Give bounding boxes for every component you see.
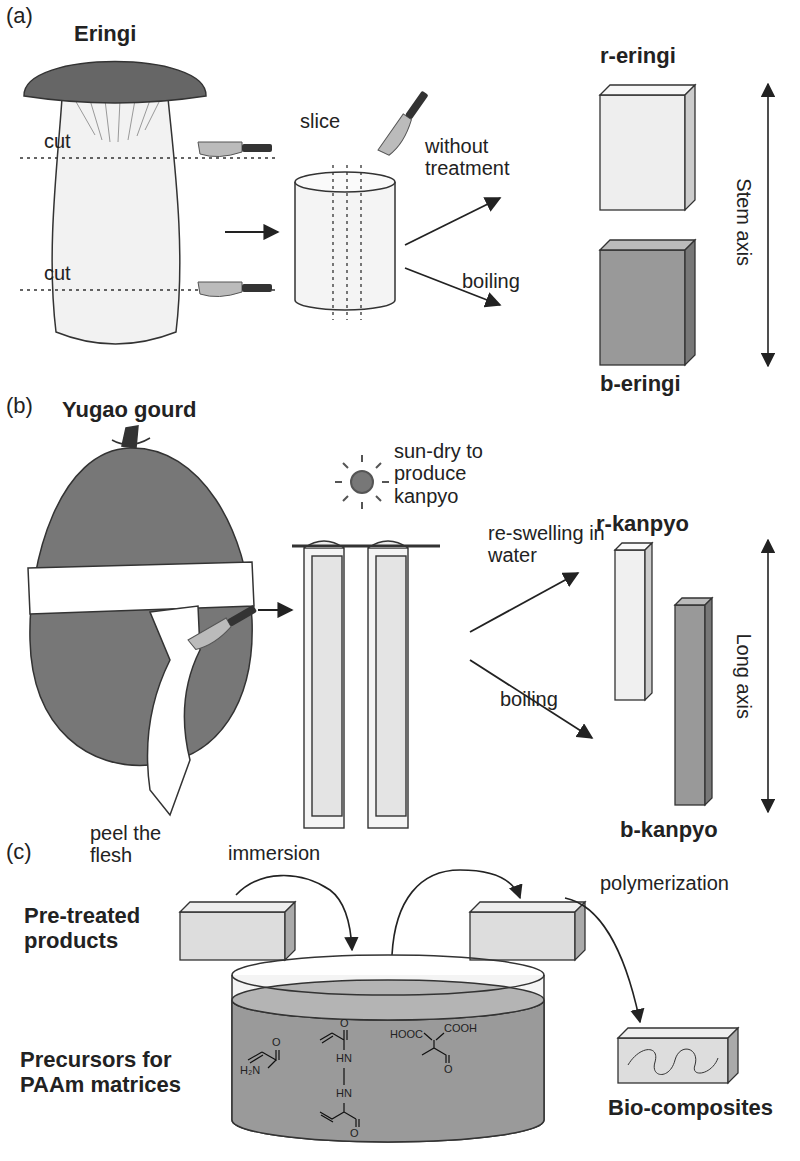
atom-label: HN (336, 1087, 352, 1099)
step-label: boiling (462, 270, 520, 292)
part-name: Yugao gourd (62, 398, 196, 423)
atom-label: H₂N (240, 1064, 260, 1076)
atom-label: O (350, 1127, 359, 1139)
panel-letter: (b) (6, 394, 33, 419)
panel-letter: (c) (6, 840, 32, 865)
cut-label: cut (44, 130, 71, 152)
product-name: r-eringi (600, 44, 676, 69)
atom-label: O (444, 1063, 453, 1075)
product-name: b-kanpyo (620, 818, 718, 843)
step-label: immersion (228, 842, 320, 864)
step-label: polymerization (600, 872, 729, 894)
step-label: without treatment (425, 135, 535, 180)
part-name: Precursors for PAAm matrices (20, 1048, 220, 1097)
part-name: Eringi (74, 22, 136, 47)
step-label: sun-dry to produce kanpyo (394, 440, 524, 507)
part-name: Pre-treated products (24, 904, 174, 953)
atom-label: HN (336, 1052, 352, 1064)
product-name: b-eringi (600, 372, 681, 397)
axis-label: Long axis (733, 633, 755, 719)
axis-label: Stem axis (733, 178, 755, 266)
atom-label: HOOC (390, 1028, 423, 1040)
atom-label: O (272, 1036, 281, 1048)
atom-label: O (340, 1017, 349, 1029)
step-label: boiling (500, 688, 558, 710)
product-name: r-kanpyo (596, 512, 689, 537)
product-name: Bio-composites (608, 1096, 773, 1121)
step-label: slice (300, 110, 340, 132)
cut-label: cut (44, 262, 71, 284)
panel-letter: (a) (6, 4, 33, 29)
atom-label: COOH (444, 1022, 477, 1034)
step-label: peel the flesh (90, 822, 190, 867)
